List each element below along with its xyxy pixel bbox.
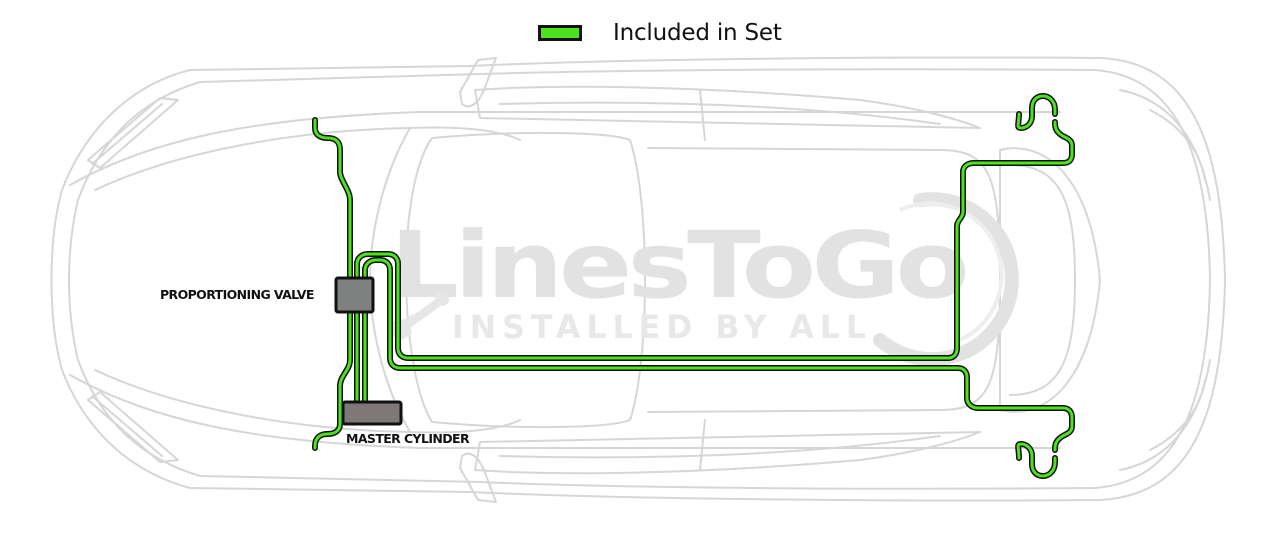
watermark-tagline: INSTALLED BY ALL [452, 308, 872, 346]
brake-line-master-to-valve [354, 309, 368, 405]
brake-line-front-right [312, 309, 353, 451]
brake-lines [312, 93, 1075, 479]
legend-swatch-included [538, 25, 582, 41]
legend: Included in Set [538, 20, 782, 46]
proportioning-valve-label: PROPORTIONING VALVE [160, 287, 314, 302]
proportioning-valve [334, 276, 375, 314]
master-cylinder [341, 400, 403, 426]
brake-line-rear-right [362, 257, 1075, 479]
brake-line-front-left [312, 117, 353, 281]
master-cylinder-label: MASTER CYLINDER [346, 431, 470, 446]
brake-line-rear-left [354, 93, 1075, 361]
watermark-logo: LinesToGo INSTALLED BY ALL [390, 192, 1019, 367]
legend-label: Included in Set [613, 20, 782, 46]
watermark-title: LinesToGo [390, 212, 966, 319]
